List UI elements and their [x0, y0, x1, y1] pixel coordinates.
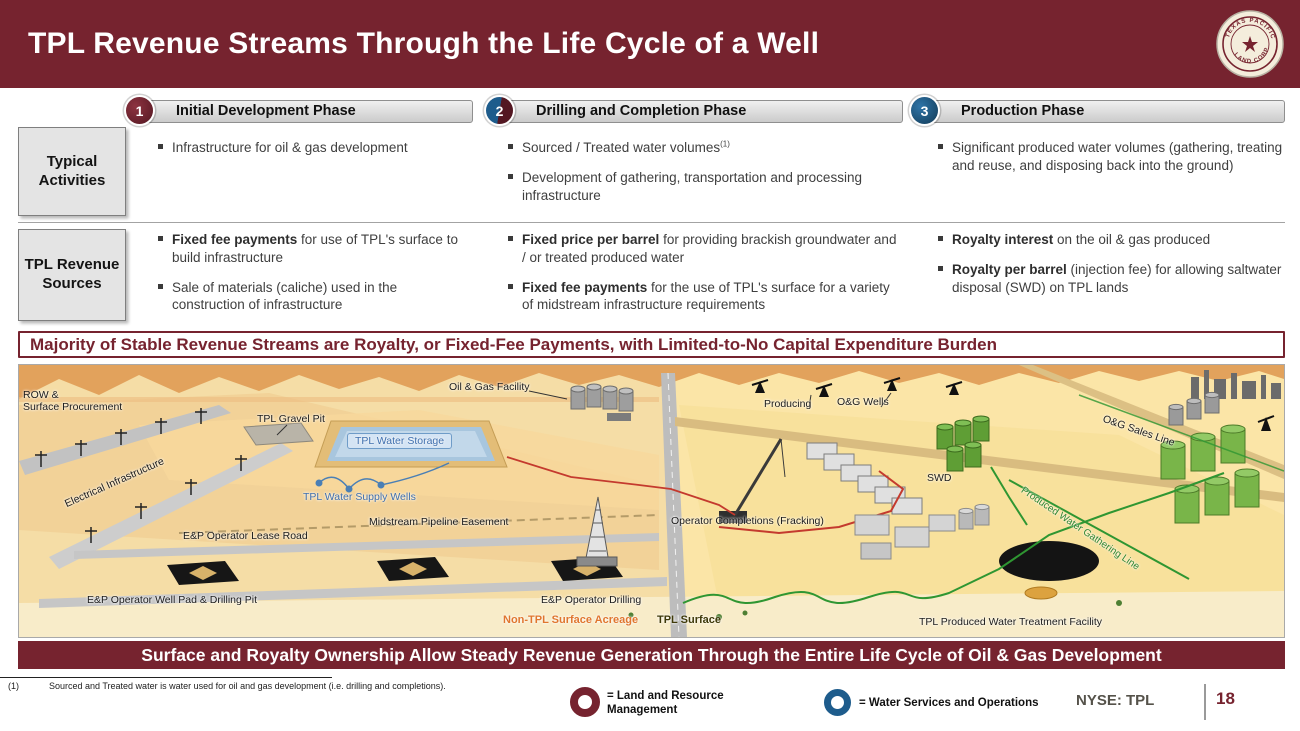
footnote-rule: [0, 677, 332, 678]
activities-phase1: Infrastructure for oil & gas development: [158, 139, 470, 157]
water-services-icon: [824, 689, 851, 716]
label-tpl-gravel-pit: TPL Gravel Pit: [257, 413, 325, 425]
bullet-item: Fixed price per barrel for providing bra…: [508, 231, 900, 267]
label-tpl-surface: TPL Surface: [657, 614, 721, 626]
bullet-icon: [508, 173, 513, 179]
label-ep-operator-well-pad: E&P Operator Well Pad & Drilling Pit: [87, 594, 258, 606]
power-poles: [35, 408, 207, 467]
row-label-tpl-revenue-sources: TPL Revenue Sources: [18, 229, 126, 321]
bullet-item: Development of gathering, transportation…: [508, 169, 900, 205]
midstream-easement-line: [178, 514, 660, 534]
mountains: [19, 365, 1284, 399]
page-number: 18: [1216, 689, 1235, 708]
label-producing: Producing: [764, 398, 812, 410]
header-banner: TPL Revenue Streams Through the Life Cyc…: [0, 0, 1300, 88]
well-pads: [167, 557, 623, 585]
label-ep-operator-drilling: E&P Operator Drilling: [541, 594, 642, 606]
activities-phase3: Significant produced water volumes (gath…: [938, 139, 1288, 175]
bullet-item: Fixed fee payments for the use of TPL's …: [508, 279, 900, 315]
page-number-divider: [1204, 684, 1206, 720]
label-swd: SWD: [927, 472, 952, 484]
label-operator-completions: Operator Completions (Fracking): [671, 515, 824, 527]
pumpjack-icons: [751, 377, 1275, 431]
bullet-item: Sourced / Treated water volumes(1): [508, 139, 900, 157]
bullet-icon: [508, 144, 513, 149]
label-row-line2: Surface Procurement: [23, 401, 123, 413]
illustration-art: [19, 365, 1284, 637]
label-ep-operator-lease-road: E&P Operator Lease Road: [183, 530, 308, 542]
bullet-icon: [158, 283, 163, 289]
bullet-icon: [508, 236, 513, 241]
label-midstream-pipeline-easement: Midstream Pipeline Easement: [369, 516, 509, 528]
bullet-item: Royalty interest on the oil & gas produc…: [938, 231, 1288, 249]
page-title: TPL Revenue Streams Through the Life Cyc…: [28, 27, 820, 60]
bottom-road: [39, 577, 667, 608]
lease-road: [74, 533, 659, 559]
nyse-ticker: NYSE: TPL: [1076, 692, 1155, 709]
label-og-wells: O&G Wells: [837, 396, 889, 408]
water-supply-wells-icon: [315, 462, 450, 493]
bullet-item: Sale of materials (caliche) used in the …: [158, 279, 470, 315]
phase-1-header: Initial Development Phase: [143, 100, 473, 123]
phase-2-badge: 2: [486, 97, 513, 124]
well-lifecycle-illustration: Oil & Gas Facility ROW & Surface Procure…: [18, 364, 1285, 638]
label-row-line1: ROW &: [23, 389, 59, 401]
oil-gas-facility-icon: [528, 383, 634, 421]
produced-water-pipelines: [682, 466, 1225, 605]
footnote: (1) Sourced and Treated water is water u…: [8, 681, 446, 691]
bullet-icon: [158, 144, 163, 149]
land-management-icon: [570, 687, 600, 717]
label-row-surface-procurement: ROW & Surface Procurement: [23, 389, 122, 413]
swd-tanks-icon: [936, 415, 990, 472]
electrical-road: [49, 443, 293, 569]
phase-1-badge: 1: [126, 97, 153, 124]
bullet-icon: [938, 265, 943, 271]
revenue-summary-banner: Majority of Stable Revenue Streams are R…: [18, 331, 1285, 358]
power-poles-2: [85, 455, 247, 543]
bullet-item: Infrastructure for oil & gas development: [158, 139, 470, 157]
label-tpl-produced-water-treatment: TPL Produced Water Treatment Facility: [919, 616, 1103, 628]
legend-water-label: = Water Services and Operations: [859, 697, 1039, 709]
revenue-phase1: Fixed fee payments for use of TPL's surf…: [158, 231, 470, 314]
label-tpl-water-storage: TPL Water Storage: [347, 433, 453, 449]
frac-spread-icon: [506, 438, 923, 535]
bullet-icon: [508, 283, 513, 289]
trees: [628, 600, 1122, 620]
tank-farm-icon: [1160, 391, 1260, 524]
bullet-icon: [938, 144, 943, 149]
leader-lines: [276, 392, 892, 436]
phase-3-badge: 3: [911, 97, 938, 124]
label-oil-gas-facility: Oil & Gas Facility: [449, 381, 530, 393]
label-tpl-water-supply-wells: TPL Water Supply Wells: [303, 491, 416, 503]
surface-royalty-banner: Surface and Royalty Ownership Allow Stea…: [18, 641, 1285, 669]
company-logo-icon: TEXAS PACIFIC LAND CORP: [1216, 10, 1284, 78]
legend-land-label: = Land and Resource Management: [607, 690, 724, 717]
footnote-text: Sourced and Treated water is water used …: [49, 681, 446, 691]
revenue-phase3: Royalty interest on the oil & gas produc…: [938, 231, 1288, 296]
bullet-item: Significant produced water volumes (gath…: [938, 139, 1288, 175]
logo-star-icon: [1242, 36, 1258, 52]
bullet-item: Royalty per barrel (injection fee) for a…: [938, 261, 1288, 297]
row-divider: [18, 222, 1285, 223]
phase-2-header: Drilling and Completion Phase: [503, 100, 903, 123]
row-label-typical-activities: Typical Activities: [18, 127, 126, 216]
activities-phase2: Sourced / Treated water volumes(1) Devel…: [508, 139, 900, 204]
phase-3-header: Production Phase: [928, 100, 1285, 123]
bullet-icon: [938, 236, 943, 241]
sales-pipeline: [1078, 394, 1284, 472]
row-road: [19, 405, 231, 475]
drilling-rig-icon: [576, 496, 618, 567]
bullet-icon: [158, 236, 163, 241]
bullet-item: Fixed fee payments for use of TPL's surf…: [158, 231, 470, 267]
revenue-phase2: Fixed price per barrel for providing bra…: [508, 231, 900, 314]
label-non-tpl-surface-acreage: Non-TPL Surface Acreage: [503, 614, 639, 626]
footnote-marker: (1): [8, 681, 19, 691]
refinery-silhouette-icon: [1191, 370, 1281, 399]
